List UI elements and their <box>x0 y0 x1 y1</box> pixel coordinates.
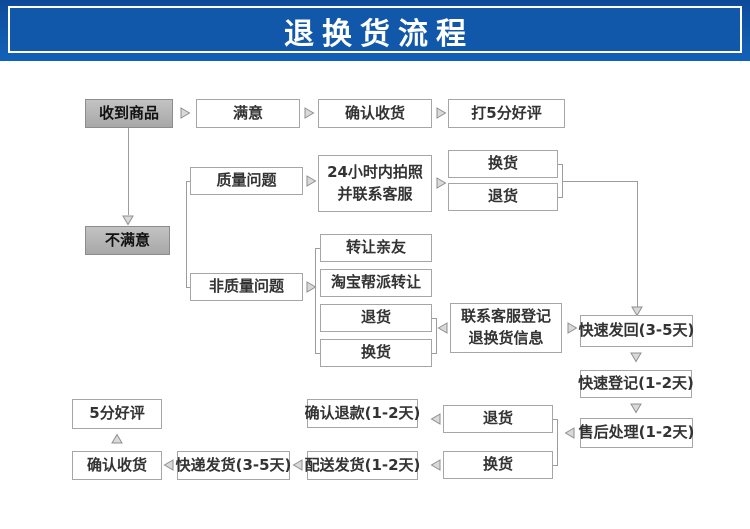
arrow-down-icon <box>631 305 643 317</box>
node-exchange-quality: 换货 <box>448 150 558 178</box>
connector-line <box>315 353 320 354</box>
arrow-right-icon <box>435 107 447 119</box>
connector-line <box>558 197 563 198</box>
arrow-right-icon <box>305 175 317 187</box>
connector-line <box>432 318 436 319</box>
connector-line <box>637 181 638 307</box>
connector-line <box>558 164 563 165</box>
node-exchange-bottom: 换货 <box>443 451 553 479</box>
node-received-goods: 收到商品 <box>85 99 173 128</box>
arrow-right-icon <box>566 322 578 334</box>
node-unsatisfied: 不满意 <box>85 226 170 255</box>
node-photo-24h: 24小时内拍照 并联系客服 <box>318 155 432 212</box>
node-transfer-friends: 转让亲友 <box>320 234 432 262</box>
connector-line <box>186 287 191 288</box>
connector-line <box>562 181 637 182</box>
connector-line <box>436 318 437 354</box>
node-quality-issue: 质量问题 <box>190 167 303 195</box>
connector-line <box>128 128 129 215</box>
node-taobao-transfer: 淘宝帮派转让 <box>320 269 432 297</box>
arrow-down-icon <box>630 402 642 414</box>
node-confirm-receipt-bottom: 确认收货 <box>72 451 162 480</box>
node-satisfied: 满意 <box>196 99 300 128</box>
connector-line <box>186 181 187 288</box>
node-photo-24h-line2: 并联系客服 <box>337 184 413 203</box>
connector-line <box>553 465 557 466</box>
node-confirm-receipt-top: 确认收货 <box>318 99 432 128</box>
node-contact-service: 联系客服登记 退换货信息 <box>450 303 562 353</box>
connector-line <box>553 419 557 420</box>
arrow-right-icon <box>303 107 315 119</box>
node-return-bottom: 退货 <box>443 405 553 433</box>
node-photo-24h-line1: 24小时内拍照 <box>327 162 423 181</box>
node-non-quality-issue: 非质量问题 <box>190 273 303 301</box>
connector-line <box>557 419 558 466</box>
arrow-left-icon <box>437 322 449 334</box>
node-exchange-nonquality: 换货 <box>320 339 432 367</box>
header-banner-border <box>8 6 742 53</box>
arrow-right-icon <box>435 177 447 189</box>
arrow-left-icon <box>163 459 175 471</box>
page-title: 退换货流程 <box>284 16 474 52</box>
node-contact-service-line2: 退换货信息 <box>468 329 544 347</box>
arrow-right-icon <box>179 107 191 119</box>
node-five-star-top: 打5分好评 <box>448 99 565 128</box>
node-contact-service-line1: 联系客服登记 <box>460 307 551 326</box>
arrow-left-icon <box>564 427 576 439</box>
node-return-quality: 退货 <box>448 183 558 211</box>
node-express: 快递发货(3-5天) <box>176 451 291 480</box>
connector-line <box>315 248 320 249</box>
node-aftersales: 售后处理(1-2天) <box>579 418 694 448</box>
arrow-left-icon <box>292 459 304 471</box>
node-fast-return: 快速发回(3-5天) <box>579 315 694 347</box>
arrow-right-icon <box>305 281 317 293</box>
arrow-left-icon <box>430 459 442 471</box>
arrow-down-icon <box>122 214 134 226</box>
header-banner: 退换货流程 <box>0 0 750 61</box>
arrow-left-icon <box>430 413 442 425</box>
node-return-nonquality: 退货 <box>320 304 432 332</box>
node-fast-register: 快速登记(1-2天) <box>578 370 694 398</box>
arrow-down-icon <box>630 351 642 363</box>
node-delivery: 配送发货(1-2天) <box>305 451 420 480</box>
node-five-star-bottom: 5分好评 <box>72 399 162 429</box>
arrow-up-icon <box>111 433 123 445</box>
connector-line <box>432 353 436 354</box>
connector-line <box>315 248 316 354</box>
connector-line <box>186 181 191 182</box>
node-confirm-refund: 确认退款(1-2天) <box>305 399 420 428</box>
